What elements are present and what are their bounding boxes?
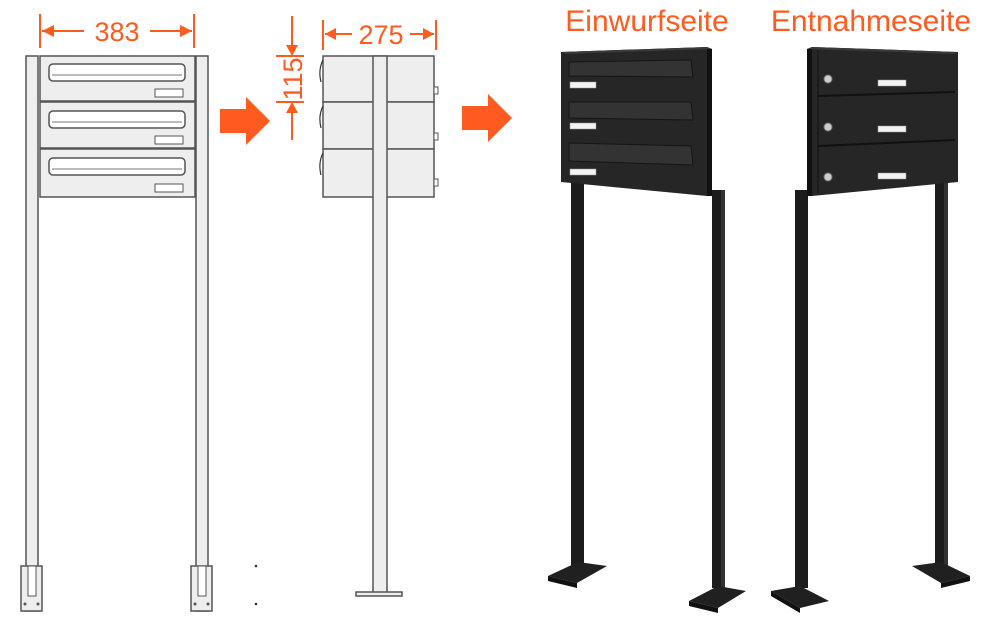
arrow-right-icon	[220, 97, 270, 145]
front-view-drawing: 383	[20, 14, 258, 612]
name-plates	[569, 81, 597, 176]
mail-slots	[568, 59, 694, 166]
side-foot	[355, 591, 403, 597]
front-view-title: Einwurfseite	[565, 5, 728, 38]
height-dimension: 115	[276, 16, 308, 140]
depth-dimension: 275	[322, 20, 437, 50]
side-post	[372, 55, 388, 594]
product-front-view	[548, 47, 746, 613]
mailbox-stack-front	[39, 55, 196, 198]
door-locks	[823, 74, 833, 182]
height-label: 115	[278, 57, 308, 100]
product-back-view	[771, 47, 970, 613]
width-label: 383	[94, 17, 139, 47]
back-view-title: Entnahmeseite	[771, 5, 971, 38]
left-post	[25, 55, 39, 612]
width-dimension: 383	[39, 14, 195, 48]
side-view-drawing: 275 115	[276, 16, 439, 597]
right-post	[195, 55, 209, 612]
compartment-doors	[817, 50, 956, 194]
post-feet	[20, 565, 213, 612]
depth-label: 275	[358, 20, 403, 50]
back-name-plates	[877, 79, 907, 180]
arrow-right-icon	[462, 94, 512, 142]
